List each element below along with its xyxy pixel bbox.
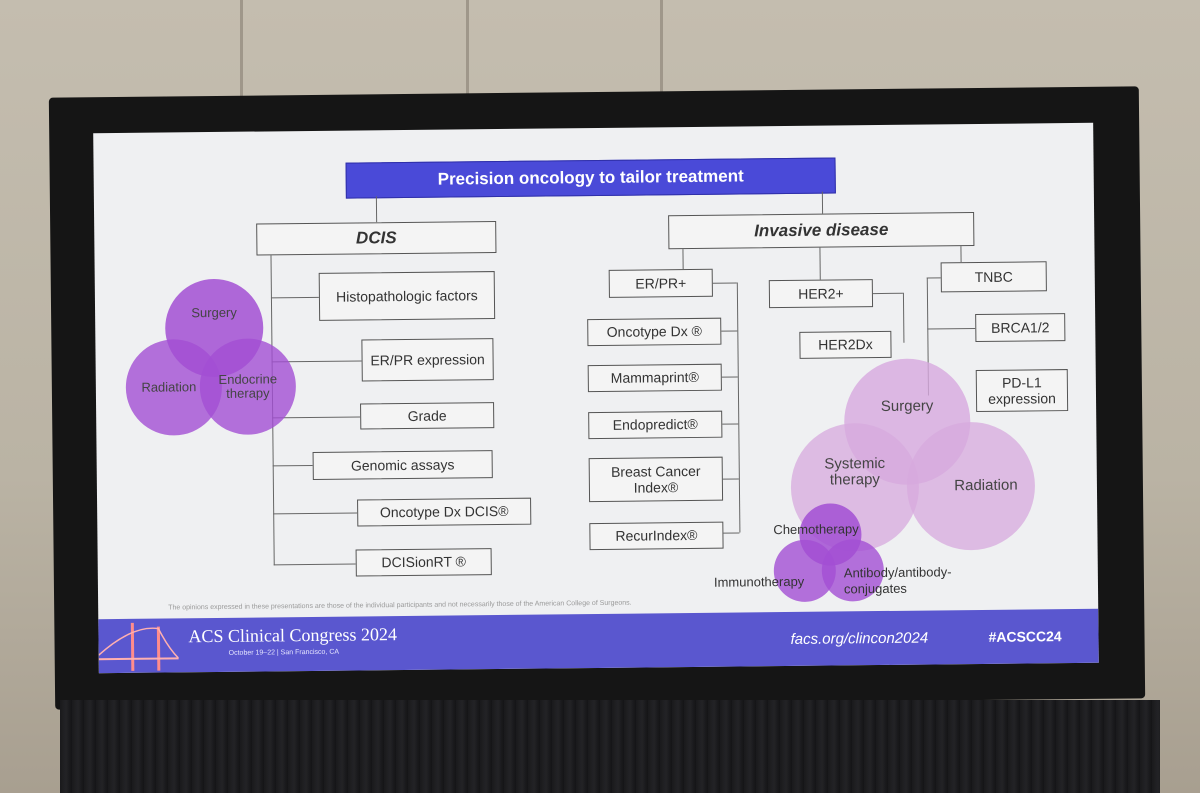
dcis-heading: DCIS [256,221,497,256]
connector-line [273,512,358,515]
conference-url: facs.org/clincon2024 [790,629,929,648]
erpr-item: Endopredict® [588,410,723,440]
connector-line [375,196,378,223]
disclaimer: The opinions expressed in these presenta… [168,599,632,612]
tnbc-label: TNBC [940,261,1047,293]
venn-label: Systemic therapy [824,454,886,489]
erpr-item: Oncotype Dx ® [587,317,722,347]
conference-dates: October 19–22 | San Francisco, CA [228,648,340,657]
connector-line [721,376,738,378]
connector-line [272,464,313,467]
subvenn-label-antibody: Antibody/antibody-conjugates [843,564,952,597]
venn-circle-radiation: Radiation [906,421,1036,551]
connector-line [682,249,684,270]
wall-panel-seam [660,0,663,100]
dcis-item: Oncotype Dx DCIS® [357,497,532,527]
wall-panel-seam [240,0,243,100]
erpr-item: Breast Cancer Index® [588,456,724,503]
slide-title: Precision oncology to tailor treatment [345,157,836,199]
connector-line [721,330,738,332]
dcis-item: DCISionRT ® [355,548,492,577]
connector-line [272,416,361,419]
connector-line [736,282,741,533]
stage-curtain [60,700,1160,793]
connector-line [872,292,903,295]
dcis-item: Histopathologic factors [318,271,496,321]
conference-hashtag: #ACSCC24 [988,628,1062,645]
venn-label: Surgery [191,304,237,321]
connector-line [722,478,739,480]
venn-label: Radiation [954,476,1018,495]
dcis-item: Genomic assays [312,450,493,480]
tnbc-item: BRCA1/2 [975,313,1066,343]
erpr-label: ER/PR+ [608,268,713,298]
venn-label: Radiation [141,379,197,395]
erpr-item: Mammaprint® [587,363,722,393]
slide: Precision oncology to tailor treatment D… [93,122,1099,674]
subvenn-label-immuno: Immunotherapy [713,573,805,590]
her2-item: HER2Dx [799,330,892,359]
golden-gate-bridge-icon [98,622,179,671]
tnbc-item: PD-L1 expression [975,369,1069,413]
venn-label: Endocrine therapy [218,371,278,401]
her2-label: HER2+ [768,279,874,309]
connector-line [722,423,739,425]
connector-line [927,328,976,330]
subvenn-label-chemo: Chemotherapy [773,521,859,538]
connector-line [960,246,962,263]
erpr-item: RecurIndex® [589,521,724,551]
conference-name: ACS Clinical Congress 2024 [188,624,398,647]
venn-label: Surgery [880,397,934,415]
connector-line [821,191,824,214]
venn-circle-endocrine: Endocrine therapy [199,338,297,436]
dcis-item: Grade [360,402,495,430]
dcis-item: ER/PR expression [361,338,494,382]
connector-line [273,563,356,566]
connector-line [902,292,905,343]
connector-line [819,247,822,280]
connector-line [270,296,319,299]
connector-line [926,277,941,279]
wall-panel-seam [466,0,469,100]
connector-line [712,282,737,285]
connector-line [723,532,740,534]
invasive-heading: Invasive disease [668,212,975,250]
